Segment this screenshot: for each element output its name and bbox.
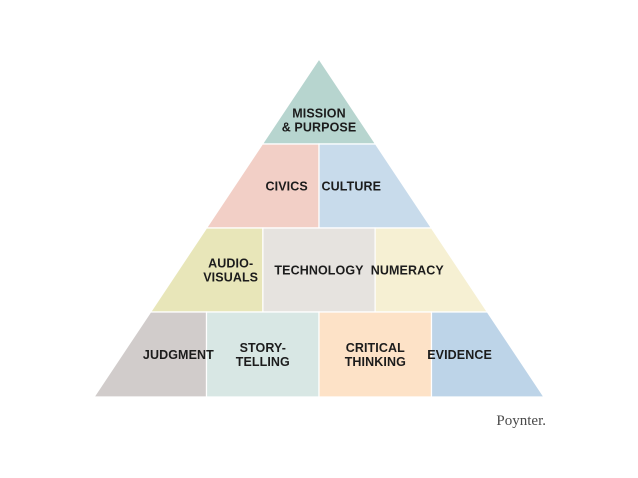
label-numeracy: NUMERACY [371,264,445,278]
label-line: THINKING [345,355,406,369]
label-story-telling: STORY-TELLING [236,341,290,369]
pyramid-cells [92,57,546,398]
label-evidence: EVIDENCE [427,348,492,362]
label-line: AUDIO- [208,257,253,271]
label-audio-visuals: AUDIO-VISUALS [203,257,258,285]
label-line: CIVICS [266,180,308,194]
label-line: CULTURE [322,180,382,194]
label-line: & PURPOSE [282,121,357,135]
label-culture: CULTURE [322,180,382,194]
pyramid-labels: MISSION& PURPOSE CIVICS CULTURE AUDIO-VISUA… [143,107,492,369]
label-line: JUDGMENT [143,348,214,362]
label-civics: CIVICS [266,180,308,194]
label-judgment: JUDGMENT [143,348,214,362]
label-line: NUMERACY [371,264,445,278]
label-line: TECHNOLOGY [274,264,364,278]
label-mission-purpose: MISSION& PURPOSE [282,107,357,135]
label-line: VISUALS [203,271,258,285]
poynter-brand: Poynter. [496,413,546,429]
label-line: STORY- [240,341,286,355]
cell-evidence [430,311,546,398]
label-line: CRITICAL [346,341,405,355]
label-line: MISSION [292,107,345,121]
label-technology: TECHNOLOGY [274,264,364,278]
label-line: TELLING [236,355,290,369]
label-line: EVIDENCE [427,348,492,362]
